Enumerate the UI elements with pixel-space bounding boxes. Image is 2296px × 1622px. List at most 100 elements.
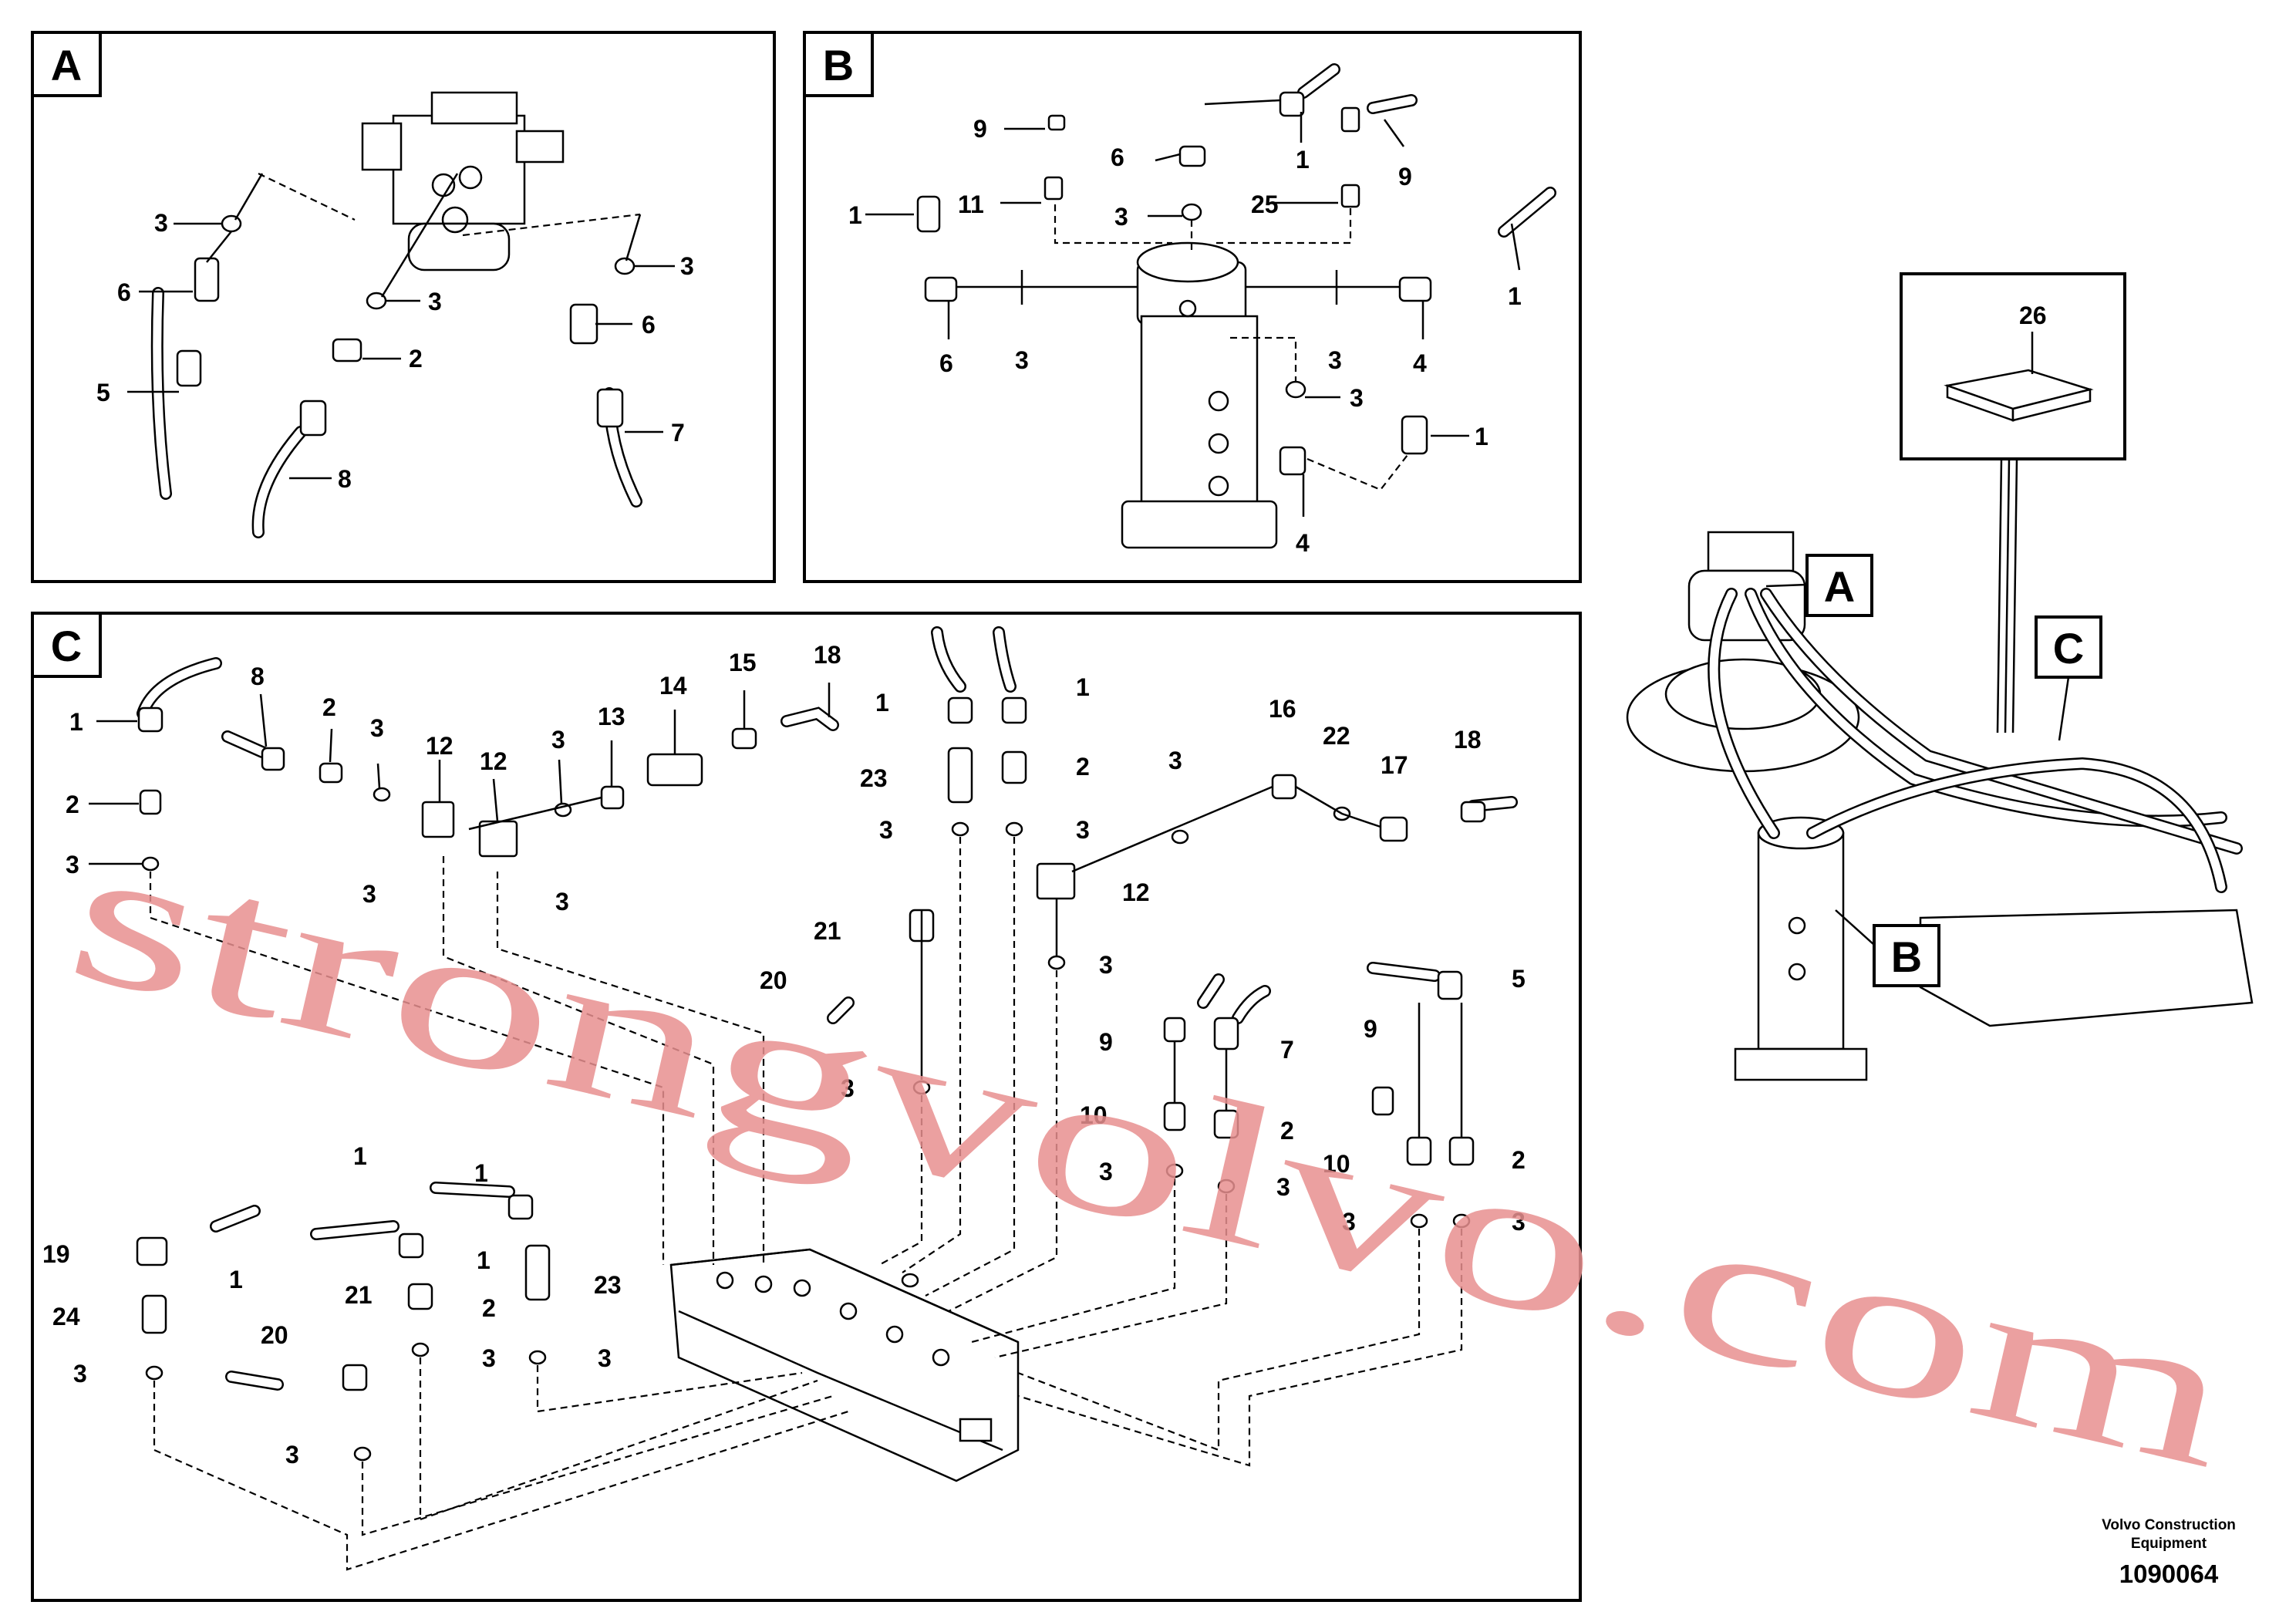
callout: 1	[1076, 673, 1090, 701]
callout: 9	[1398, 163, 1412, 191]
callout: 9	[1364, 1015, 1377, 1043]
callout: 24	[52, 1303, 80, 1330]
overview-plate-c: C	[2053, 624, 2084, 673]
callout: 9	[1099, 1028, 1113, 1056]
callout: 6	[642, 311, 656, 339]
callout: 8	[251, 663, 265, 690]
callout: 21	[345, 1281, 373, 1309]
callout: 2	[1512, 1146, 1526, 1174]
overview-inset-label: 26	[2019, 302, 2047, 329]
callout: 3	[1342, 1208, 1356, 1236]
callout: 17	[1381, 751, 1408, 779]
callout: 22	[1323, 722, 1350, 750]
overview-plate-a: A	[1824, 562, 1855, 611]
panel-b-plate: B	[823, 41, 854, 89]
callout: 3	[1114, 203, 1128, 231]
callout: 1	[353, 1142, 367, 1170]
callout: 2	[482, 1294, 496, 1322]
callout: 13	[598, 703, 625, 730]
callout: 3	[428, 288, 442, 315]
callout: 9	[973, 115, 987, 143]
callout: 23	[860, 764, 888, 792]
swivel-joint-drawing	[1121, 241, 1278, 549]
callout: 3	[551, 726, 565, 754]
callout: 3	[598, 1344, 612, 1372]
callout: 3	[1276, 1173, 1290, 1201]
callout: 18	[814, 641, 841, 669]
callout: 3	[680, 252, 694, 280]
panel-a: A	[31, 31, 776, 583]
callout: 12	[426, 732, 453, 760]
callout: 3	[879, 816, 893, 844]
company-name-line2: Equipment	[2131, 1536, 2207, 1552]
callout: 3	[66, 851, 79, 878]
overview-plate-b: B	[1891, 932, 1922, 981]
callout: 3	[1512, 1208, 1526, 1236]
callout: 7	[671, 419, 685, 447]
callout: 3	[362, 880, 376, 908]
callout: 1	[848, 201, 862, 229]
callout: 18	[1454, 726, 1482, 754]
callout: 8	[338, 465, 352, 493]
callout: 1	[477, 1246, 491, 1274]
callout: 10	[1323, 1150, 1350, 1178]
callout: 5	[1512, 965, 1526, 993]
callout: 3	[841, 1074, 855, 1102]
callout: 16	[1269, 695, 1296, 723]
callout: 23	[594, 1271, 622, 1299]
callout: 2	[66, 791, 79, 818]
overview-assembly: 26 A C B	[1626, 272, 2254, 1081]
callout: 15	[729, 649, 757, 676]
callout: 3	[73, 1360, 87, 1388]
callout: 25	[1251, 191, 1279, 218]
callout: 3	[1350, 384, 1364, 412]
panel-c: C	[31, 612, 1582, 1602]
callout: 21	[814, 917, 841, 945]
callout: 1	[1475, 423, 1489, 450]
callout: 1	[875, 689, 889, 717]
callout: 3	[1328, 346, 1342, 374]
callout: 3	[1015, 346, 1029, 374]
callout: 2	[409, 345, 423, 373]
drawing-number: 1090064	[2119, 1560, 2219, 1588]
callout: 12	[480, 747, 507, 775]
panel-c-callouts: 1 2 3 8 2 3 12 12 3 13 14 15 18 3 3 1 1 …	[42, 641, 1526, 1469]
callout: 11	[958, 191, 984, 218]
callout: 4	[1296, 529, 1310, 557]
callout: 6	[117, 278, 131, 306]
company-name-line1: Volvo Construction	[2102, 1517, 2236, 1533]
callout: 1	[1296, 146, 1310, 174]
callout: 2	[1280, 1117, 1294, 1145]
callout: 20	[760, 966, 787, 994]
callout: 5	[96, 379, 110, 406]
callout: 20	[261, 1321, 288, 1349]
swing-motor-drawing	[361, 91, 565, 271]
callout: 1	[229, 1266, 243, 1293]
panel-c-plate: C	[51, 622, 82, 670]
callout: 2	[1076, 753, 1090, 781]
callout: 3	[1168, 747, 1182, 774]
callout: 1	[69, 708, 83, 736]
footer: Volvo Construction Equipment 1090064	[2102, 1517, 2236, 1588]
callout: 3	[1076, 816, 1090, 844]
callout: 3	[1099, 1158, 1113, 1185]
callout: 2	[322, 693, 336, 721]
callout: 3	[370, 714, 384, 742]
callout: 3	[1099, 951, 1113, 979]
panel-b: B	[803, 31, 1582, 583]
callout: 14	[659, 672, 687, 700]
callout: 6	[939, 349, 953, 377]
callout: 10	[1080, 1101, 1108, 1129]
callout: 12	[1122, 878, 1150, 906]
callout: 6	[1111, 143, 1124, 171]
watermark: strongvolvo.com	[52, 798, 2250, 1511]
callout: 1	[1508, 282, 1522, 310]
callout: 19	[42, 1240, 70, 1268]
control-valve-drawing	[669, 1248, 1020, 1482]
panel-a-plate: A	[51, 41, 82, 89]
callout: 7	[1280, 1036, 1294, 1064]
callout: 3	[482, 1344, 496, 1372]
callout: 3	[555, 888, 569, 916]
callout: 1	[474, 1159, 488, 1187]
